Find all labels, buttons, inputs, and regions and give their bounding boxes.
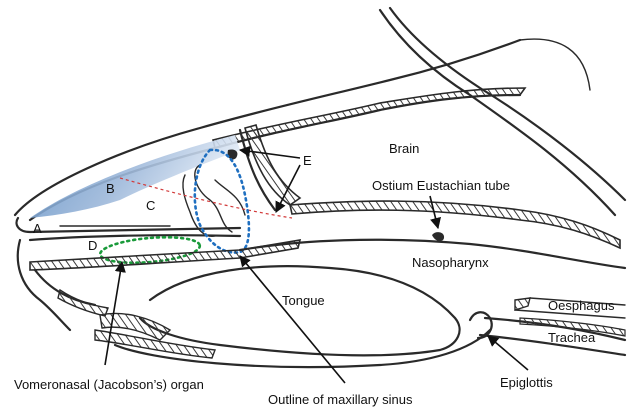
label-d: D (88, 238, 97, 253)
label-nasopharynx: Nasopharynx (412, 255, 489, 270)
label-e: E (303, 153, 312, 168)
label-trachea: Trachea (548, 330, 596, 345)
maxillary-sinus-outline (195, 150, 249, 253)
label-maxillary-sinus: Outline of maxillary sinus (268, 392, 413, 407)
label-a: A (33, 221, 42, 236)
label-c: C (146, 198, 155, 213)
label-ostium-eustachian-tube: Ostium Eustachian tube (372, 178, 510, 193)
label-brain: Brain (389, 141, 419, 156)
label-oesphagus: Oesphagus (548, 298, 615, 313)
label-tongue: Tongue (282, 293, 325, 308)
label-epiglottis: Epiglottis (500, 375, 553, 390)
label-vomeronasal-organ: Vomeronasal (Jacobson’s) organ (14, 377, 204, 392)
label-b: B (106, 181, 115, 196)
olfactory-region-shading (30, 135, 240, 218)
ostium-marker (432, 232, 444, 241)
